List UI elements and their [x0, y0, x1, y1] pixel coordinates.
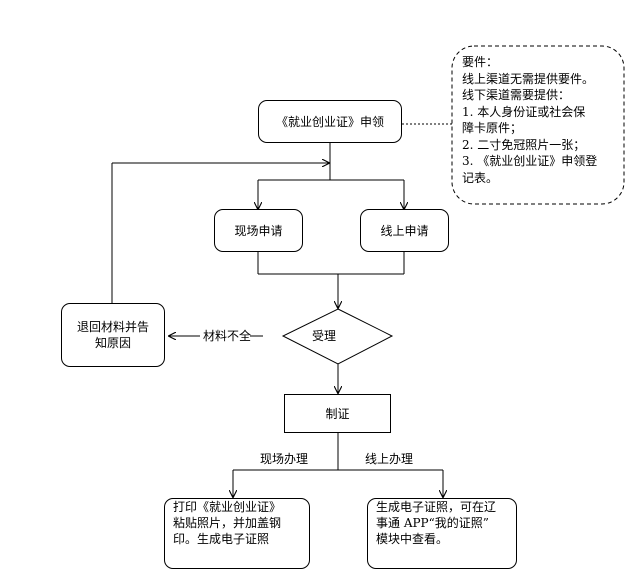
note-line: 要件： — [462, 55, 499, 69]
node-return-line-2: 知原因 — [94, 336, 131, 350]
note-line: 2. 二寸免冠照片一张； — [462, 137, 586, 152]
node-return-line-1: 退回材料并告 — [76, 320, 149, 334]
note-line: 线下渠道需要提供： — [462, 88, 571, 102]
node-make-label: 制证 — [325, 406, 350, 421]
node-apply-label: 《就业创业证》申领 — [275, 114, 384, 129]
requirements-note-border — [451, 45, 625, 205]
edge-label-incomplete: 材料不全 — [203, 329, 252, 343]
note-line: 1. 本人身份证或社会保 — [462, 104, 586, 119]
note-line: 线上渠道无需提供要件。 — [462, 71, 595, 86]
node-return: 退回材料并告 知原因 — [61, 303, 165, 367]
node-onsite-apply: 现场申请 — [214, 209, 303, 252]
node-electronic-line-1: 生成电子证照，可在辽 — [376, 500, 497, 514]
node-online-apply: 线上申请 — [360, 209, 449, 252]
node-electronic-line-3: 模块中查看。 — [376, 532, 449, 546]
node-electronic-line-2: 事通 APP“我的证照” — [376, 516, 489, 530]
node-apply: 《就业创业证》申领 — [258, 100, 402, 143]
edge-label-onsite-handle: 现场办理 — [260, 452, 309, 466]
node-print-line-1: 打印《就业创业证》 — [173, 500, 282, 514]
requirements-note: 要件： 线上渠道无需提供要件。 线下渠道需要提供： 1. 本人身份证或社会保 障… — [452, 46, 624, 204]
node-print: 打印《就业创业证》 粘贴照片，并加盖钢 印。生成电子证照 — [164, 498, 310, 569]
note-line: 3. 《就业创业证》申领登 — [462, 154, 598, 168]
node-print-line-3: 印。生成电子证照 — [173, 532, 270, 546]
note-line: 障卡原件； — [462, 121, 523, 135]
accept-diamond — [281, 308, 394, 365]
node-electronic: 生成电子证照，可在辽 事通 APP“我的证照” 模块中查看。 — [367, 498, 517, 569]
note-line: 记表。 — [462, 170, 499, 185]
node-onsite-apply-label: 现场申请 — [234, 223, 283, 238]
node-online-apply-label: 线上申请 — [380, 223, 429, 238]
node-accept-label: 受理 — [312, 329, 337, 343]
node-make: 制证 — [284, 394, 391, 433]
edge-label-online-handle: 线上办理 — [365, 452, 414, 466]
node-print-line-2: 粘贴照片，并加盖钢 — [173, 516, 282, 530]
